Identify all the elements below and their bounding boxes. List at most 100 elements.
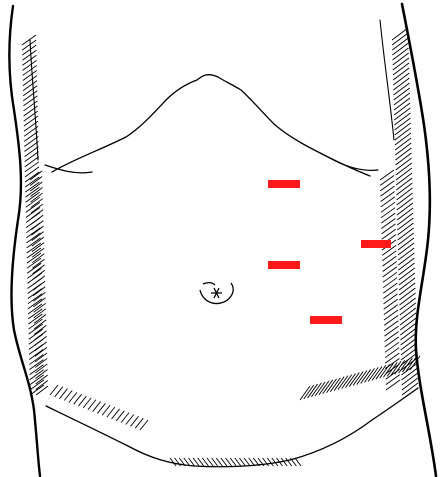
hatch-line <box>23 71 37 81</box>
hatch-line <box>393 53 409 65</box>
hatch-line <box>393 48 409 60</box>
hatch-line <box>25 187 39 197</box>
hatch-line <box>27 248 41 258</box>
hatch-line <box>22 45 36 55</box>
hatch-line <box>398 243 414 255</box>
hatch-line <box>380 175 394 185</box>
hatch-line <box>88 400 96 410</box>
hatch-line <box>33 281 45 290</box>
hatch-line <box>74 394 82 404</box>
hatch-line <box>394 88 410 100</box>
hatch-line <box>381 218 395 228</box>
hatch-line <box>34 325 46 334</box>
hatch-line <box>385 353 399 363</box>
hatch-line <box>23 91 37 101</box>
hatch-line <box>22 40 36 50</box>
hatch-line <box>394 83 410 95</box>
hatch-line <box>55 387 63 397</box>
hatch-line <box>22 50 36 60</box>
hatch-line <box>401 348 417 360</box>
hatch-line <box>396 168 412 180</box>
hatch-line <box>380 186 394 196</box>
hatch-line <box>384 310 398 320</box>
hatch-line <box>23 96 37 106</box>
hatch-line <box>24 142 38 152</box>
hatch-line <box>384 315 398 325</box>
hatch-line <box>382 224 396 234</box>
navel-icon <box>200 283 233 304</box>
hatch-line <box>395 133 411 145</box>
hatch-line <box>25 167 39 177</box>
hatch-line <box>393 78 409 90</box>
hatch-line <box>30 385 44 395</box>
hatch-line <box>22 55 36 65</box>
hatch-line <box>382 229 396 239</box>
hatch-line <box>397 193 413 205</box>
hatch-line <box>34 331 46 340</box>
hatch-line <box>381 208 395 218</box>
hatch-line <box>399 263 415 275</box>
hatch-line <box>384 326 398 336</box>
hatch-line <box>395 143 411 155</box>
hatch-line <box>393 73 409 85</box>
hatch-line <box>397 218 413 230</box>
hatch-line <box>399 283 415 295</box>
hatch-line <box>27 263 41 273</box>
hatch-line <box>59 389 67 399</box>
shading-hatches <box>22 28 420 466</box>
right-costal-line <box>328 157 378 170</box>
hatch-line <box>381 202 395 212</box>
hatch-line <box>397 223 413 235</box>
hatch-line <box>397 198 413 210</box>
hatch-line <box>29 329 43 339</box>
hatch-line <box>394 93 410 105</box>
hatch-line <box>33 276 45 285</box>
hatch-line <box>386 380 400 390</box>
hatch-line <box>380 170 394 180</box>
hatch-line <box>23 76 37 86</box>
hatch-line <box>396 163 412 175</box>
hatch-line <box>398 253 414 265</box>
port-marker <box>268 261 300 269</box>
hatch-line <box>395 123 411 135</box>
hatch-line <box>396 183 412 195</box>
hatch-line <box>385 332 399 342</box>
hatch-line <box>385 342 399 352</box>
hatch-line <box>102 405 110 415</box>
hatch-line <box>400 318 416 330</box>
hatch-line <box>383 267 397 277</box>
hatch-line <box>31 221 43 230</box>
hatch-line <box>69 392 77 402</box>
hatch-line <box>399 278 415 290</box>
hatch-line <box>392 28 408 40</box>
hatch-line <box>399 288 415 300</box>
hatch-line <box>397 213 413 225</box>
hatch-line <box>383 272 397 282</box>
hatch-line <box>400 328 416 340</box>
hatch-line <box>386 375 400 385</box>
hatch-line <box>383 283 397 293</box>
hatch-line <box>31 215 43 224</box>
hatch-line <box>26 207 40 217</box>
hatch-line <box>23 60 37 70</box>
hatch-line <box>392 33 408 45</box>
hatch-line <box>393 63 409 75</box>
hatch-line <box>25 162 39 172</box>
hatch-line <box>401 363 417 375</box>
hatch-line <box>401 343 417 355</box>
hatch-line <box>383 288 397 298</box>
port-markers <box>268 180 391 324</box>
hatch-line <box>384 294 398 304</box>
hatch-line <box>385 337 399 347</box>
hatch-line <box>126 414 134 424</box>
hatch-line <box>400 298 416 310</box>
hatch-line <box>402 373 418 385</box>
hatch-line <box>396 158 412 170</box>
hatch-line <box>398 248 414 260</box>
hatch-line <box>399 268 415 280</box>
hatch-line <box>399 273 415 285</box>
rib-arch-line <box>52 75 370 176</box>
hatch-line <box>392 38 408 50</box>
hatch-line <box>381 213 395 223</box>
hatch-line <box>401 358 417 370</box>
